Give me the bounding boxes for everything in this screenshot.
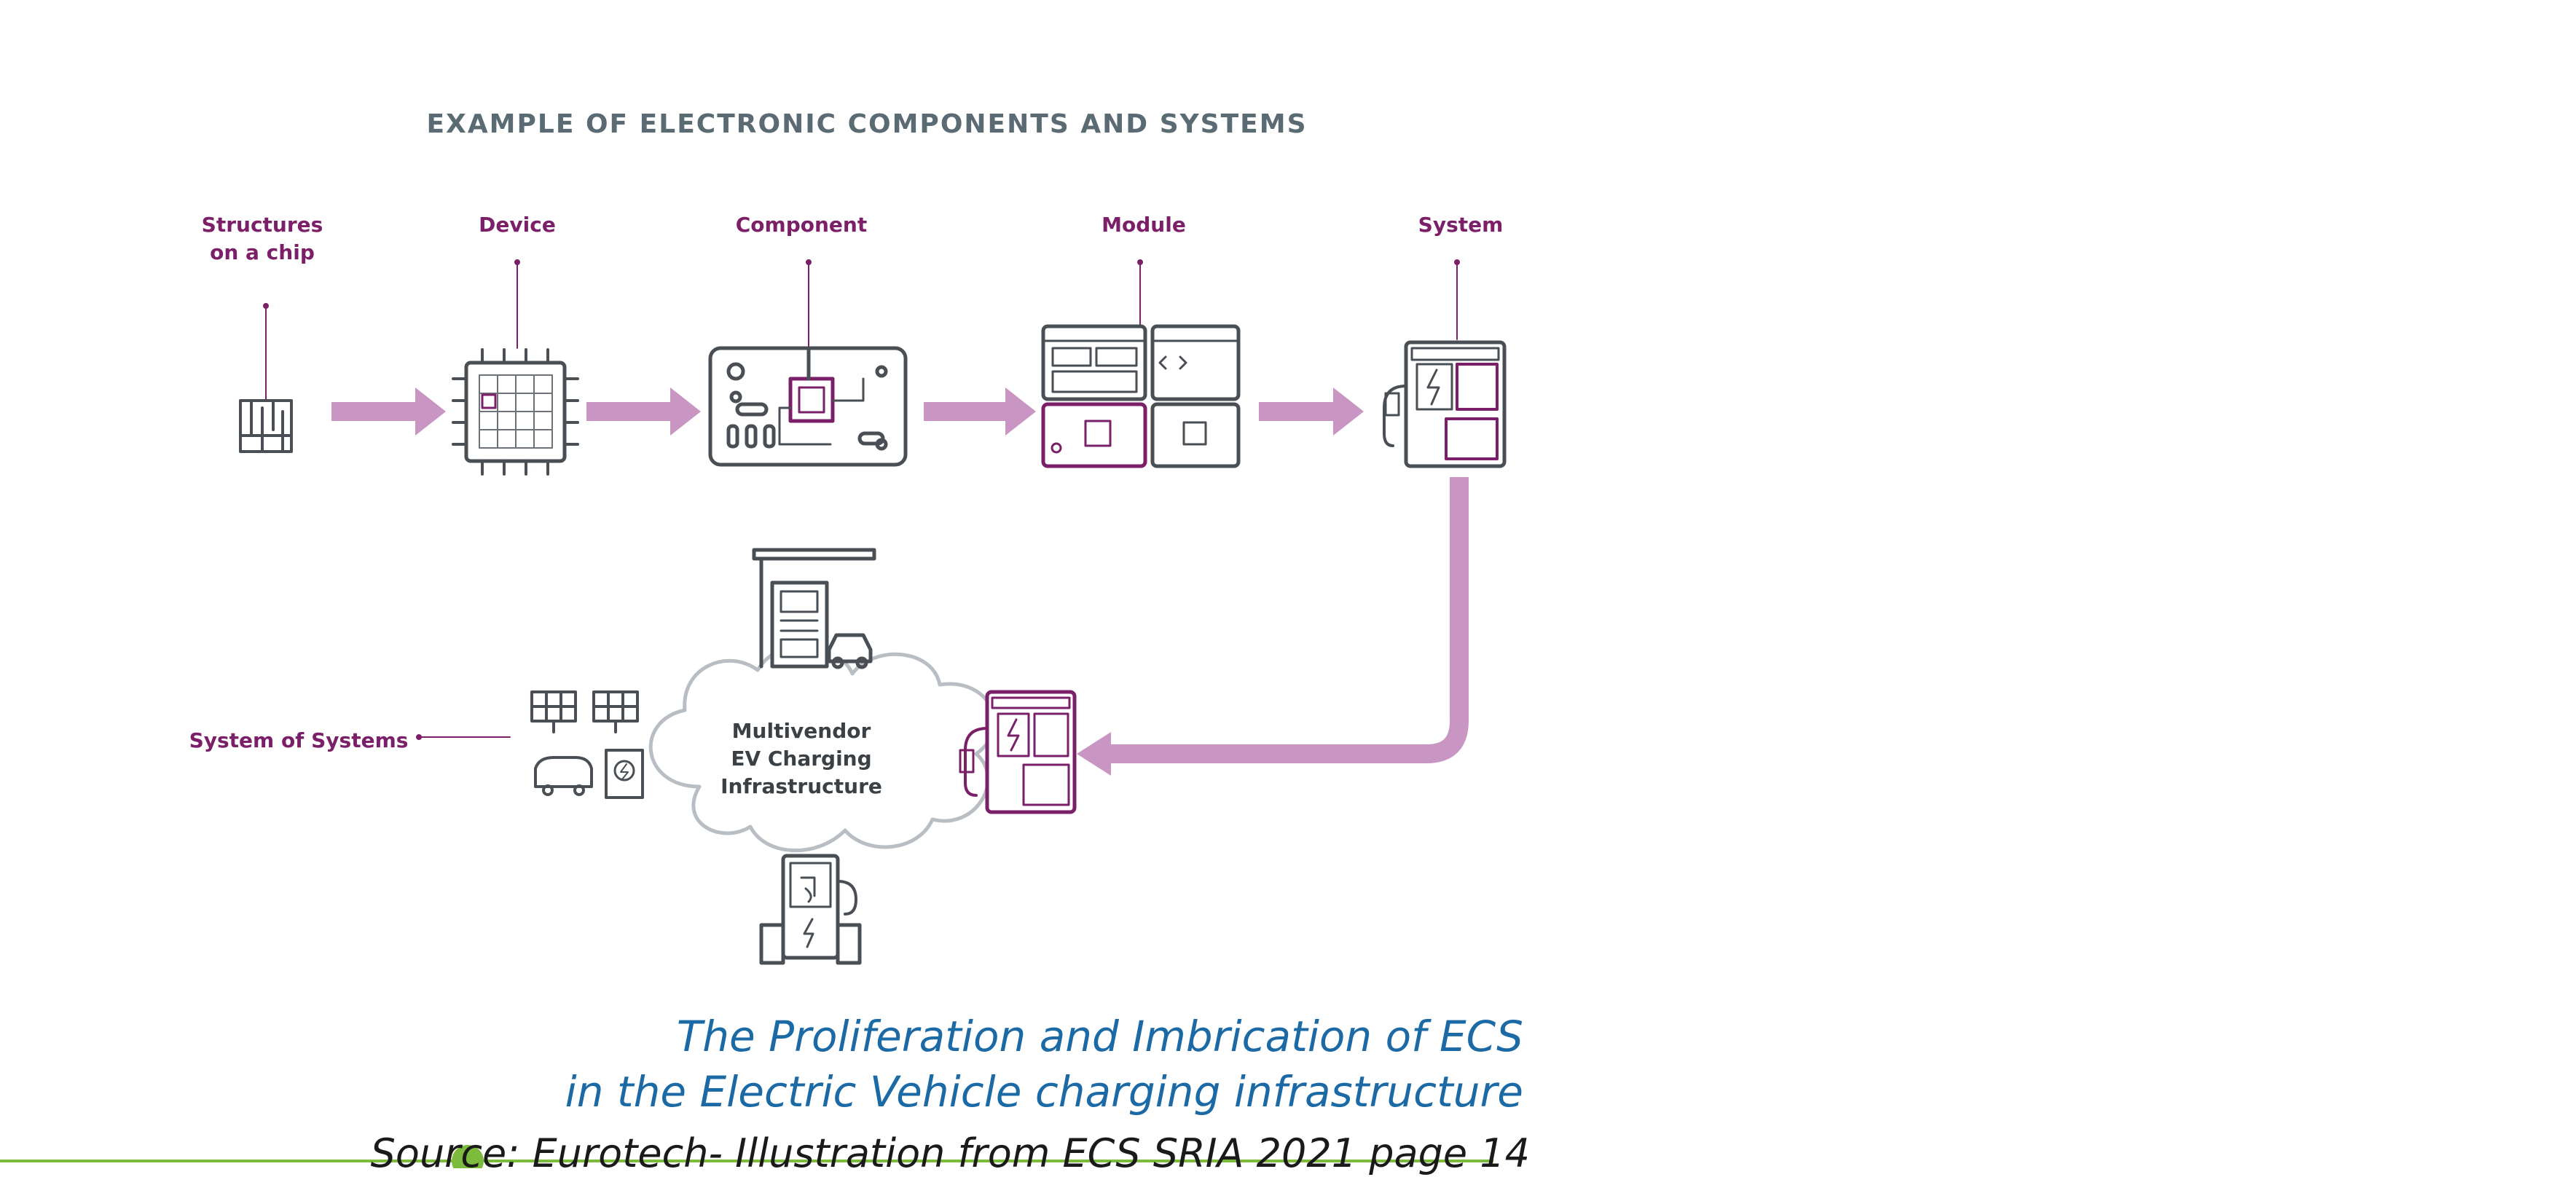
cloud-icon [648,644,997,852]
footer-dot-icon [452,1145,484,1168]
leader-lines [263,259,1460,740]
stage-label-module: Module [1102,213,1186,237]
chip-structure-icon [239,399,293,453]
ev-charger-highlight-icon [959,690,1077,814]
arrow-1-icon [331,387,446,436]
stage-label-structures-line1: Structures [201,213,323,237]
stage-label-structures-line2: on a chip [210,240,315,264]
arrow-3-icon [924,387,1036,436]
stage-label-system: System [1418,213,1504,237]
stage-label-structures: Structures on a chip [189,211,335,267]
module-icon [1041,324,1241,468]
arrow-2-icon [586,387,701,436]
return-arrow-icon [1107,477,1469,763]
stage-label-device: Device [479,213,556,237]
fast-charger-icon [759,854,862,965]
chip-device-icon [452,348,579,476]
flow-arrows [331,387,1364,436]
system-of-systems-label: System of Systems [189,728,409,752]
pcb-component-icon [708,346,908,467]
stage-label-component: Component [735,213,868,237]
cloud-label-line2: EV Charging [731,747,872,771]
diagram-heading: EXAMPLE OF ELECTRONIC COMPONENTS AND SYS… [426,109,1308,139]
fuel-station-icon [752,548,876,669]
solar-panel-icon [530,690,639,733]
car-charging-icon [534,749,644,799]
arrow-4-icon [1259,387,1364,436]
cloud-label: Multivendor EV Charging Infrastructure [678,717,925,800]
cloud-label-line1: Multivendor [731,719,871,743]
caption-line-2: in the Electric Vehicle charging infrast… [565,1067,1523,1117]
charger-system-icon [1383,340,1507,468]
cloud-label-line3: Infrastructure [720,774,882,798]
return-arrow-head-icon [1077,732,1111,776]
caption-line-1: The Proliferation and Imbrication of ECS [676,1012,1523,1061]
source-note: Source: Eurotech- Illustration from ECS … [370,1130,1530,1176]
